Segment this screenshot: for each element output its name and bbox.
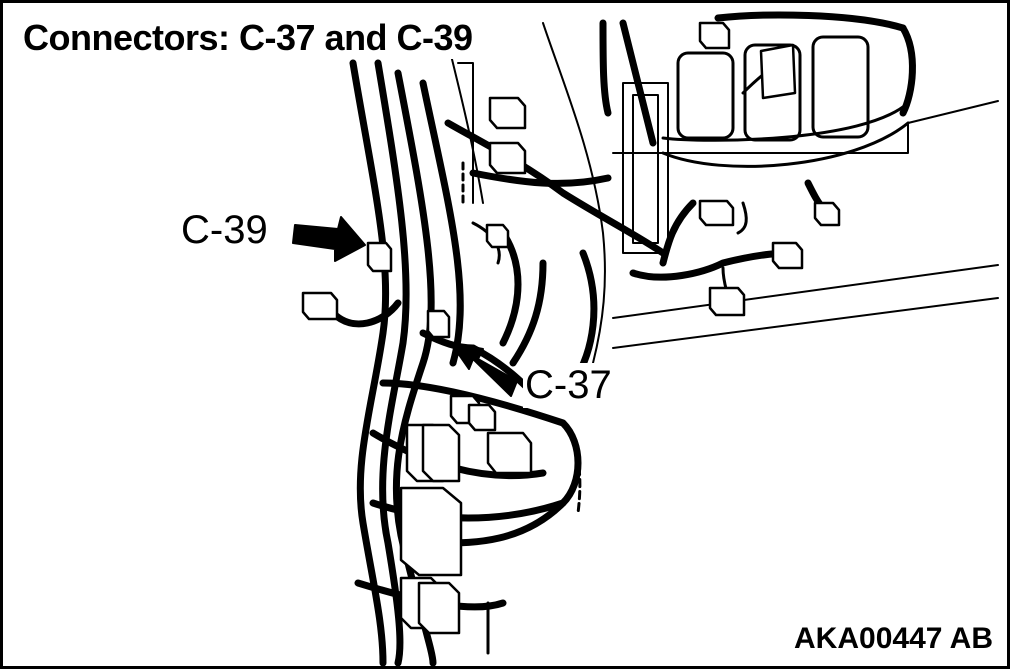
- arrow-c37: [450, 342, 518, 397]
- dashboard-panel-outline: [442, 22, 999, 364]
- label-c37: C-37: [523, 363, 614, 408]
- page-title: Connectors: C-37 and C-39: [23, 17, 477, 59]
- connector-c37: [426, 309, 451, 339]
- figure-code: AKA00447 AB: [792, 622, 995, 656]
- connector-blocks: [301, 21, 841, 635]
- connector-c39: [366, 241, 393, 273]
- label-c39: C-39: [181, 208, 268, 252]
- air-vents: [661, 35, 910, 168]
- harness-wires: [329, 11, 916, 666]
- arrow-c39: [292, 216, 366, 262]
- wiring-harness-illustration: [292, 11, 999, 666]
